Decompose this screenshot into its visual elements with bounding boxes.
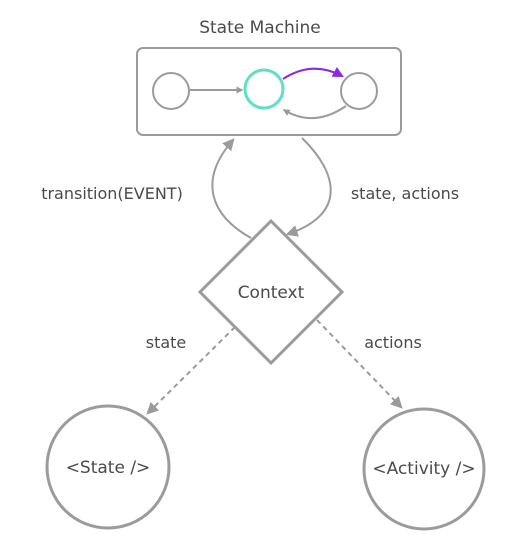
edge-state-actions bbox=[285, 137, 332, 237]
state-node-active bbox=[243, 68, 285, 110]
edge-state bbox=[146, 326, 236, 415]
transition-active-to-next bbox=[282, 67, 344, 80]
state-component-label: <State /> bbox=[66, 458, 151, 478]
activity-component-label: <Activity /> bbox=[372, 459, 475, 479]
state-machine-title: State Machine bbox=[199, 18, 321, 38]
edge-state-label: state bbox=[146, 333, 187, 352]
state-node-initial bbox=[152, 72, 190, 110]
transition-next-to-active bbox=[282, 105, 347, 120]
activity-component-node bbox=[362, 407, 486, 531]
state-component-node bbox=[45, 404, 171, 530]
edge-state-actions-label: state, actions bbox=[351, 184, 459, 203]
state-node-next bbox=[340, 72, 378, 110]
context-label: Context bbox=[238, 283, 305, 303]
edge-transition-event-label: transition(EVENT) bbox=[41, 184, 183, 203]
edge-actions bbox=[316, 319, 403, 409]
edge-transition-event bbox=[211, 138, 252, 239]
edge-actions-label: actions bbox=[364, 333, 422, 352]
context-node bbox=[197, 218, 345, 366]
state-machine-box bbox=[136, 47, 402, 136]
